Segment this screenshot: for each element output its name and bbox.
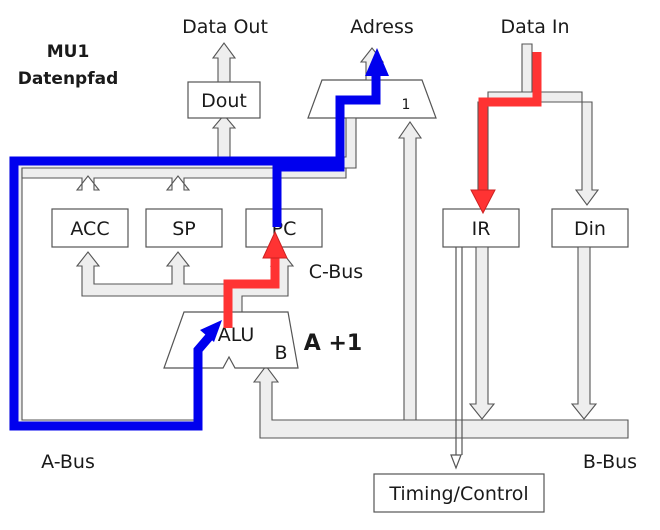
din-label: Din xyxy=(574,218,606,240)
sp-label: SP xyxy=(172,218,196,240)
ir-to-b-bus-arrow xyxy=(468,246,496,420)
alu-operation-label: A +1 xyxy=(304,331,362,356)
dout-input-arrow xyxy=(211,114,237,158)
blue-path-adress-head xyxy=(365,48,389,76)
din-register xyxy=(551,208,629,248)
timing-control-label: Timing/Control xyxy=(388,483,528,505)
ir-register xyxy=(442,208,520,248)
acc-register xyxy=(51,208,129,248)
diagram-title-line2: Datenpfad xyxy=(18,69,119,89)
red-path-data-in-to-ir xyxy=(478,52,542,198)
timing-control-box xyxy=(373,473,545,513)
pc-register xyxy=(245,208,323,248)
blue-path-alu-head xyxy=(200,320,222,342)
ir-to-timing-line xyxy=(450,247,462,470)
register-load-bus xyxy=(21,167,347,191)
alu-b-input-label: B xyxy=(274,342,287,364)
acc-label: ACC xyxy=(70,218,109,240)
ir-label: IR xyxy=(472,218,491,240)
c-bus-label: C-Bus xyxy=(309,261,363,283)
data-out-label: Data Out xyxy=(182,16,268,38)
data-in-label: Data In xyxy=(500,16,569,38)
sp-register xyxy=(145,208,223,248)
b-bus-label: B-Bus xyxy=(583,451,637,473)
din-to-b-bus-arrow xyxy=(570,246,598,420)
red-path-alu-to-pc xyxy=(223,256,280,328)
blue-path-alu-input xyxy=(193,333,214,426)
adress-label: Adress xyxy=(350,16,414,38)
a-bus-label: A-Bus xyxy=(41,451,95,473)
red-path-data-in-to-ir-head xyxy=(470,189,496,215)
alu-label: ALU xyxy=(218,324,255,346)
diagram-title-line1: MU1 xyxy=(47,42,90,62)
red-path-alu-to-pc-head xyxy=(262,230,288,259)
dout-label: Dout xyxy=(201,90,247,112)
b-bus xyxy=(252,365,629,439)
mux-input-b-arrow xyxy=(397,121,423,421)
dout-register xyxy=(187,81,261,119)
data-out-arrow xyxy=(211,42,237,83)
mux-select-label: 1 xyxy=(402,97,411,113)
